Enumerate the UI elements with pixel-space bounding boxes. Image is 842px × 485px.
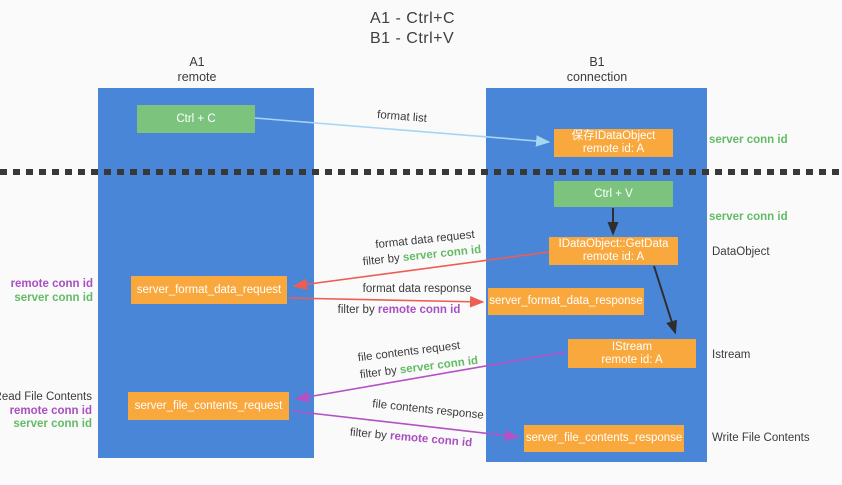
left-conn-id-group-2: Read File Contents remote conn id server… xyxy=(0,391,92,432)
node-ctrl-v: Ctrl + V xyxy=(554,181,673,207)
right-column-name: B1 xyxy=(589,55,605,69)
file-request-label: server_file_contents_request xyxy=(134,399,283,412)
node-server-format-data-response: server_format_data_response xyxy=(488,288,644,315)
label-format-data-response: format data response xyxy=(362,283,472,295)
node-save-dataobject: 保存IDataObject remote id: A xyxy=(554,129,673,157)
label-filter-by-remote-conn-id-2: filter by remote conn id xyxy=(349,427,472,450)
left-column-role: remote xyxy=(177,69,217,84)
ctrl-c-label: Ctrl + C xyxy=(176,112,216,125)
save-dataobject-line2: remote id: A xyxy=(582,143,645,155)
server-conn-id-text: server conn id xyxy=(399,354,479,377)
file-response-label: server_file_contents_response xyxy=(525,432,683,444)
right-istream-label: Istream xyxy=(712,349,751,361)
node-idataobject-getdata: IDataObject::GetData remote id: A xyxy=(549,237,678,265)
right-server-conn-id-1: server conn id xyxy=(709,134,788,146)
getdata-line1: IDataObject::GetData xyxy=(558,238,669,250)
node-istream: IStream remote id: A xyxy=(568,339,696,368)
format-response-label: server_format_data_response xyxy=(489,295,643,307)
title-line-2: B1 - Ctrl+V xyxy=(370,30,455,47)
left-conn-id-group-1: remote conn id server conn id xyxy=(11,278,93,305)
read-file-contents-label: Read File Contents xyxy=(0,391,92,403)
server-conn-id-label: server conn id xyxy=(13,418,92,430)
remote-conn-id-text: remote conn id xyxy=(377,304,461,316)
right-column-role: connection xyxy=(566,69,628,84)
title-line-1: A1 - Ctrl+C xyxy=(370,10,456,27)
right-column-header: B1 connection xyxy=(537,55,657,84)
node-server-file-contents-response: server_file_contents_response xyxy=(524,425,684,452)
label-file-contents-response: file contents response xyxy=(371,398,485,422)
arrow-format-data-response xyxy=(288,295,485,308)
save-dataobject-line1: 保存IDataObject xyxy=(571,130,656,142)
right-server-conn-id-2: server conn id xyxy=(709,211,788,223)
filter-prefix: filter by xyxy=(337,304,375,316)
node-server-format-data-request: server_format_data_request xyxy=(131,276,287,304)
remote-conn-id-label: remote conn id xyxy=(10,278,93,290)
ctrl-v-label: Ctrl + V xyxy=(594,187,633,200)
session-divider-dotted-line xyxy=(0,169,842,175)
filter-prefix: filter by xyxy=(359,364,398,382)
remote-conn-id-label: remote conn id xyxy=(9,404,92,417)
istream-line2: remote id: A xyxy=(601,353,663,366)
getdata-line2: remote id: A xyxy=(582,251,645,263)
istream-line1: IStream xyxy=(611,340,653,353)
filter-prefix: filter by xyxy=(349,426,388,442)
left-column-name: A1 xyxy=(189,55,205,69)
node-ctrl-c: Ctrl + C xyxy=(137,105,255,133)
right-dataobject-label: DataObject xyxy=(712,246,770,258)
node-server-file-contents-request: server_file_contents_request xyxy=(128,392,289,420)
server-conn-id-label: server conn id xyxy=(14,291,93,304)
right-write-file-contents-label: Write File Contents xyxy=(712,432,810,444)
format-request-label: server_format_data_request xyxy=(136,283,282,296)
diagram-title: A1 - Ctrl+C B1 - Ctrl+V xyxy=(370,9,455,49)
label-filter-by-remote-conn-id-1: filter by remote conn id xyxy=(338,304,461,316)
remote-conn-id-text: remote conn id xyxy=(389,430,473,450)
left-column-header: A1 remote xyxy=(137,55,257,84)
label-format-list: format list xyxy=(376,109,428,125)
filter-prefix: filter by xyxy=(362,252,401,269)
